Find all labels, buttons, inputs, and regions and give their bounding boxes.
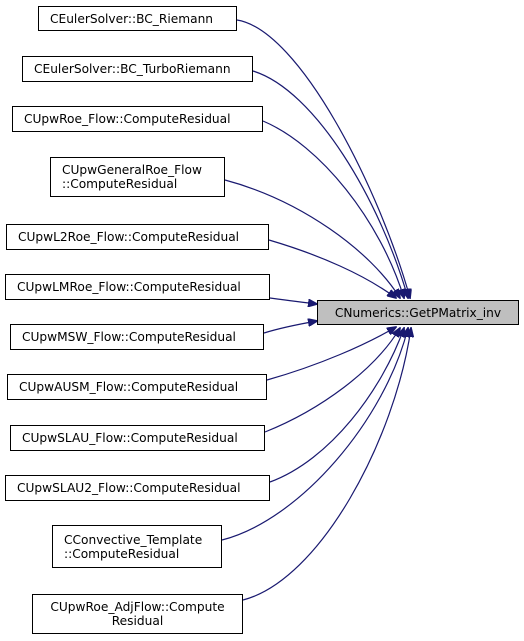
edge-upwlmroe-flow [269, 297, 317, 304]
target-function-label: CNumerics::GetPMatrix_inv [334, 305, 502, 320]
caller-node-bc-turboriemann[interactable]: CEulerSolver::BC_TurboRiemann [22, 56, 253, 82]
caller-label-line-2: Residual [111, 614, 164, 628]
caller-label: CUpwL2Roe_Flow::ComputeResidual [18, 230, 240, 244]
caller-node-upwmsw-flow[interactable]: CUpwMSW_Flow::ComputeResidual [10, 324, 264, 350]
caller-label: CUpwLMRoe_Flow::ComputeResidual [17, 280, 241, 294]
caller-node-upwslau2-flow[interactable]: CUpwSLAU2_Flow::ComputeResidual [5, 475, 270, 501]
caller-label: CEulerSolver::BC_Riemann [50, 11, 214, 26]
edge-upwausm-flow [266, 327, 396, 381]
edge-upwroe-flow [262, 120, 404, 298]
caller-node-upwausm-flow[interactable]: CUpwAUSM_Flow::ComputeResidual [7, 374, 267, 400]
caller-label-line-2: ::ComputeResidual [64, 546, 180, 561]
edge-upwroe-adjflow [242, 328, 411, 601]
edge-bc-riemann [236, 19, 410, 298]
caller-node-upwl2roe-flow[interactable]: CUpwL2Roe_Flow::ComputeResidual [6, 224, 269, 250]
caller-label-line-1: CUpwRoe_AdjFlow::Compute [50, 600, 225, 614]
target-function-node[interactable]: CNumerics::GetPMatrix_inv [317, 300, 519, 325]
caller-node-upwgeneralroe-flow[interactable]: CUpwGeneralRoe_Flow ::ComputeResidual [50, 157, 225, 197]
edge-upwslau2-flow [269, 328, 404, 483]
caller-node-convective-template[interactable]: CConvective_Template ::ComputeResidual [52, 525, 222, 568]
edge-upwmsw-flow [263, 321, 317, 334]
caller-node-upwroe-adjflow[interactable]: CUpwRoe_AdjFlow::Compute Residual [32, 594, 243, 634]
caller-label-line-2: ::ComputeResidual [62, 177, 178, 191]
caller-label: CEulerSolver::BC_TurboRiemann [34, 62, 231, 76]
caller-node-bc-riemann[interactable]: CEulerSolver::BC_Riemann [38, 6, 237, 31]
caller-label-line-1: CUpwGeneralRoe_Flow [62, 163, 202, 177]
caller-label-line-1: CConvective_Template [64, 532, 203, 547]
edge-upwl2roe-flow [268, 239, 396, 298]
caller-label: CUpwAUSM_Flow::ComputeResidual [19, 380, 239, 394]
caller-node-upwslau-flow[interactable]: CUpwSLAU_Flow::ComputeResidual [10, 425, 265, 451]
call-edges [221, 19, 411, 601]
edge-upwslau-flow [264, 328, 400, 433]
edge-bc-turboriemann [252, 70, 408, 298]
caller-label: CUpwMSW_Flow::ComputeResidual [22, 330, 236, 344]
caller-node-upwlmroe-flow[interactable]: CUpwLMRoe_Flow::ComputeResidual [5, 274, 270, 300]
edge-convective-template [221, 328, 408, 541]
edge-upwgeneralroe-flow [224, 179, 400, 298]
caller-node-upwroe-flow[interactable]: CUpwRoe_Flow::ComputeResidual [12, 106, 263, 132]
caller-label: CUpwSLAU2_Flow::ComputeResidual [17, 481, 241, 495]
caller-label: CUpwRoe_Flow::ComputeResidual [24, 112, 231, 126]
caller-label: CUpwSLAU_Flow::ComputeResidual [22, 431, 238, 445]
